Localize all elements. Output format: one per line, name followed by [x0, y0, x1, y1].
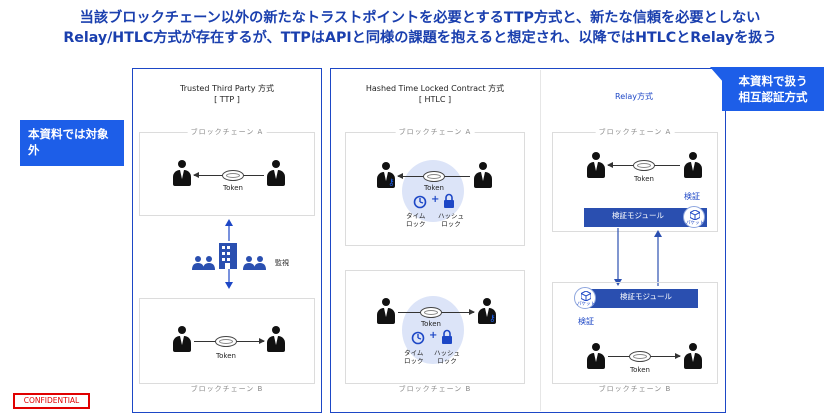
- htlc-chain-b-box: [345, 270, 525, 384]
- building-icon: [219, 243, 237, 269]
- relay-chain-b-box: [552, 282, 718, 384]
- confidential-badge: CONFIDENTIAL: [13, 393, 90, 409]
- timelock-line-1: タイム: [406, 212, 426, 220]
- timelock-line-1: タイム: [404, 349, 424, 357]
- relay-arrows: [614, 228, 662, 286]
- relay-title: Relay方式: [615, 92, 653, 101]
- heading-line-1: 当該ブロックチェーン以外の新たなトラストポイントを必要とするTTP方式と、新たな…: [79, 10, 761, 26]
- token-label: Token: [223, 184, 243, 192]
- person-icon: [173, 326, 191, 352]
- htlc-title-line-1: Hashed Time Locked Contract 方式: [365, 84, 505, 93]
- person-icon: [478, 298, 496, 324]
- token-label: Token: [421, 320, 441, 328]
- person-icon: [267, 160, 285, 186]
- timelock-line-2: ロック: [406, 220, 426, 228]
- plus-sign: +: [431, 194, 440, 205]
- in-scope-line-2: 相互認証方式: [738, 90, 808, 104]
- hashlock-label: ハッシュロック: [438, 212, 464, 228]
- panel-divider: [540, 70, 541, 411]
- timer-icon: [411, 331, 425, 345]
- htlc-title: Hashed Time Locked Contract 方式 [ HTLC ]: [366, 83, 504, 105]
- person-icon: [377, 298, 395, 324]
- timelock-label: タイムロック: [406, 212, 426, 228]
- person-icon: [684, 152, 702, 178]
- person-icon: [173, 160, 191, 186]
- htlc-relay-panel: [330, 68, 726, 413]
- timelock-label: タイムロック: [404, 349, 424, 365]
- ttp-panel: [132, 68, 322, 413]
- ttp-title-line-1: Trusted Third Party 方式: [180, 84, 274, 93]
- ttp-chain-b-box: [139, 298, 315, 384]
- htlc-chain-a-label: ブロックチェーン A: [395, 127, 475, 137]
- timelock-line-2: ロック: [404, 357, 424, 365]
- token-label: Token: [634, 175, 654, 183]
- monitor-arrow: [225, 219, 233, 289]
- token-icon: [222, 170, 244, 181]
- callout-pointer: [110, 135, 124, 157]
- packet-icon: パケット: [574, 287, 596, 309]
- hashlock-line-1: ハッシュ: [434, 349, 460, 357]
- hashlock-line-2: ロック: [437, 357, 457, 365]
- htlc-chain-b-label: ブロックチェーン B: [395, 384, 475, 394]
- token-label: Token: [630, 366, 650, 374]
- person-icon: [587, 152, 605, 178]
- lock-icon: [444, 193, 454, 208]
- plus-sign: +: [429, 330, 438, 341]
- ttp-chain-b-label: ブロックチェーン B: [187, 384, 267, 394]
- token-icon: [633, 160, 655, 171]
- monitor-label: 監視: [275, 259, 289, 267]
- ttp-chain-a-label: ブロックチェーン A: [187, 127, 267, 137]
- timer-icon: [413, 195, 427, 209]
- token-label: Token: [216, 352, 236, 360]
- key-icon: ⚷: [388, 178, 395, 188]
- key-icon: ⚷: [489, 314, 496, 324]
- packet-label: パケット: [686, 221, 704, 226]
- person-icon: [474, 162, 492, 188]
- group-icon: [243, 256, 266, 270]
- ttp-title: Trusted Third Party 方式 [ TTP ]: [180, 83, 274, 105]
- lock-icon: [442, 329, 452, 344]
- person-icon: [684, 343, 702, 369]
- token-icon: [423, 171, 445, 182]
- token-label: Token: [424, 184, 444, 192]
- person-icon: [267, 326, 285, 352]
- relay-chain-b-label: ブロックチェーン B: [595, 384, 675, 394]
- relay-chain-a-label: ブロックチェーン A: [595, 127, 675, 137]
- hashlock-line-2: ロック: [441, 220, 461, 228]
- heading-line-2: Relay/HTLC方式が存在するが、TTPはAPIと同様の課題を抱えると想定さ…: [63, 30, 777, 46]
- verify-label: 検証: [578, 317, 594, 326]
- token-icon: [420, 307, 442, 318]
- hashlock-label: ハッシュロック: [434, 349, 460, 365]
- lock-highlight: [402, 160, 464, 222]
- out-of-scope-callout: 本資料では対象外: [20, 120, 124, 166]
- verify-label: 検証: [684, 192, 700, 201]
- verification-module: 検証モジュール: [584, 289, 698, 308]
- verification-module: 検証モジュール: [584, 208, 707, 227]
- ttp-title-line-2: [ TTP ]: [214, 95, 240, 104]
- hashlock-line-1: ハッシュ: [438, 212, 464, 220]
- person-icon: [377, 162, 395, 188]
- callout-pointer: [710, 67, 724, 83]
- packet-icon: パケット: [683, 206, 705, 228]
- htlc-title-line-2: [ HTLC ]: [418, 95, 452, 104]
- in-scope-callout: 本資料で扱う 相互認証方式: [722, 67, 824, 111]
- token-icon: [629, 351, 651, 362]
- token-icon: [215, 336, 237, 347]
- group-icon: [192, 256, 215, 270]
- person-icon: [587, 343, 605, 369]
- in-scope-line-1: 本資料で扱う: [738, 74, 808, 88]
- packet-label: パケット: [577, 302, 595, 307]
